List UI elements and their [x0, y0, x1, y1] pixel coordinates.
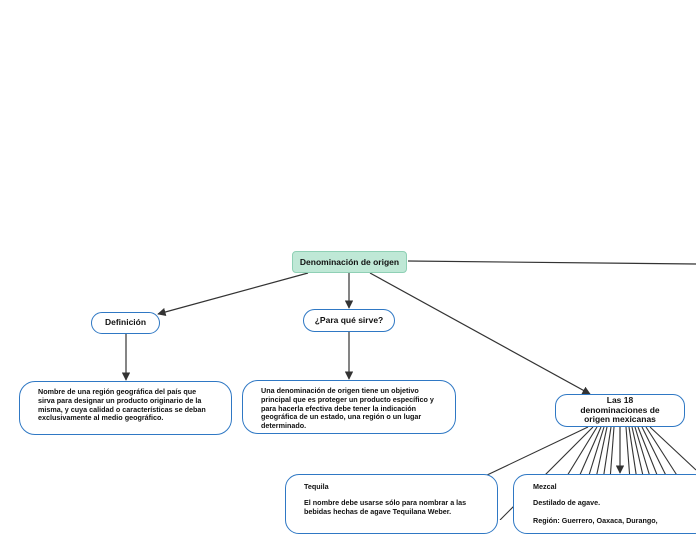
node-definicion-detail[interactable]: Nombre de una región geográfica del país… — [19, 381, 232, 435]
node-tequila-title: Tequila — [304, 482, 329, 491]
node-para-que-sirve[interactable]: ¿Para qué sirve? — [303, 309, 395, 332]
node-definicion-label: Definición — [104, 317, 147, 328]
node-mezcal-line-1: Destilado de agave. — [533, 498, 601, 508]
node-para-que-sirve-label: ¿Para qué sirve? — [314, 314, 384, 325]
node-para-que-detail-text: Una denominación de origen tiene un obje… — [261, 386, 434, 431]
node-tequila-text: El nombre debe usarse sólo para nombrar … — [304, 498, 467, 517]
node-definicion[interactable]: Definición — [91, 312, 160, 334]
root-node[interactable]: Denominación de origen — [292, 251, 407, 273]
node-mezcal-title: Mezcal — [533, 482, 557, 491]
node-las-18-label: Las 18 denominaciones de origen mexicana… — [580, 394, 660, 425]
node-mezcal-line-2: Región: Guerrero, Oaxaca, Durango, — [533, 516, 658, 526]
root-node-label: Denominación de origen — [299, 257, 400, 267]
connector-root-offscreen — [407, 260, 696, 265]
node-las-18-denominaciones[interactable]: Las 18 denominaciones de origen mexicana… — [555, 394, 685, 427]
node-para-que-detail[interactable]: Una denominación de origen tiene un obje… — [242, 380, 456, 434]
connector-root-definicion — [157, 272, 309, 317]
node-definicion-detail-text: Nombre de una región geográfica del país… — [38, 387, 206, 423]
connector-root-las18 — [369, 272, 591, 395]
node-tequila[interactable]: Tequila El nombre debe usarse sólo para … — [285, 474, 498, 534]
node-mezcal[interactable]: Mezcal Destilado de agave. Región: Guerr… — [513, 474, 696, 534]
